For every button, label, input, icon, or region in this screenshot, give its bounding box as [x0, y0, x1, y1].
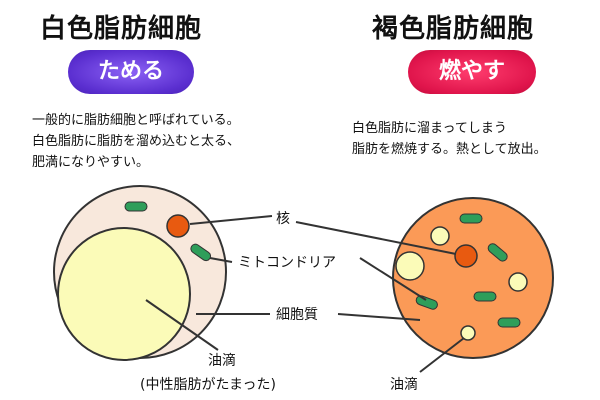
brown-fat-mitochondrion: [415, 295, 438, 310]
cytoplasm-label: 細胞質: [276, 307, 318, 323]
white-fat-desc-line-3: 肥満になりやすい。: [32, 155, 150, 170]
white-fat-title: 白色脂肪細胞: [40, 14, 203, 44]
white-fat-role-badge: ためる: [68, 50, 194, 94]
oil-droplet-pointer-right: [419, 337, 465, 373]
brown-fat-mitochondrion: [497, 317, 521, 328]
mitochondria-label: ミトコンドリア: [238, 255, 336, 271]
white-fat-mitochondrion: [190, 243, 212, 262]
brown-fat-nucleus: [454, 244, 478, 268]
cytoplasm-pointer-right: [337, 313, 421, 321]
brown-fat-title: 褐色脂肪細胞: [372, 14, 535, 44]
oil-droplet-pointer-left: [145, 299, 219, 351]
oil-droplet-label-right: 油滴: [390, 377, 418, 393]
brown-fat-cell: [392, 197, 554, 359]
brown-fat-oil-droplet: [508, 272, 528, 292]
oil-droplet-note: (中性脂肪がたまった): [140, 377, 276, 393]
mitochondria-pointer-left: [209, 257, 233, 263]
brown-fat-desc-line-2: 脂肪を燃焼する。熱として放出。: [352, 142, 547, 157]
brown-fat-oil-droplet: [430, 226, 450, 246]
mitochondria-pointer-right: [359, 257, 427, 301]
nucleus-pointer-left: [189, 215, 273, 225]
white-fat-description: 一般的に脂肪細胞と呼ばれている。 白色脂肪に脂肪を溜め込むと太る、 肥満になりや…: [32, 110, 240, 173]
brown-fat-role-badge: 燃やす: [408, 50, 536, 94]
nucleus-pointer-right: [295, 221, 457, 255]
brown-fat-oil-droplet: [395, 251, 425, 281]
brown-fat-desc-line-1: 白色脂肪に溜まってしまう: [352, 121, 507, 136]
white-fat-oil-droplet: [57, 227, 191, 361]
brown-fat-oil-droplet: [460, 325, 476, 341]
white-fat-nucleus: [166, 214, 190, 238]
white-fat-desc-line-2: 白色脂肪に脂肪を溜め込むと太る、: [32, 134, 241, 149]
oil-droplet-label: 油滴: [208, 353, 236, 369]
brown-fat-mitochondrion: [473, 291, 497, 302]
white-fat-desc-line-1: 一般的に脂肪細胞と呼ばれている。: [32, 113, 240, 128]
white-fat-cell: [53, 185, 227, 361]
nucleus-label: 核: [276, 211, 290, 227]
white-fat-mitochondrion: [124, 201, 148, 212]
brown-fat-mitochondrion: [487, 243, 508, 262]
brown-fat-mitochondrion: [459, 213, 483, 224]
pointer-lines: [145, 215, 465, 373]
brown-fat-description: 白色脂肪に溜まってしまう 脂肪を燃焼する。熱として放出。: [352, 118, 547, 160]
